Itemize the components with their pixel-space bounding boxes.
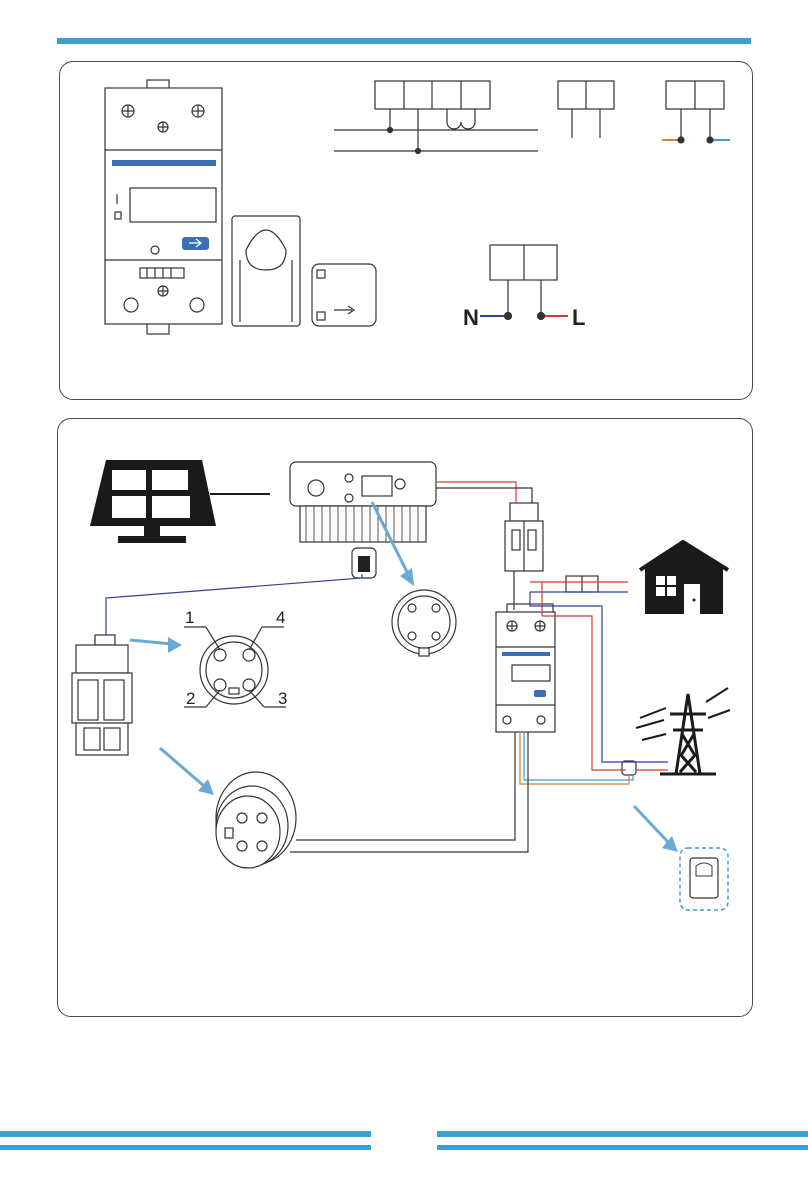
pin-label-3: 3 <box>278 689 287 709</box>
solar-panel-icon <box>90 460 216 543</box>
pin-label-2: 2 <box>186 689 195 709</box>
connector-round-icon <box>216 772 296 868</box>
connector-face-socket <box>392 590 456 656</box>
junction-block-icon <box>566 576 598 592</box>
connector-plug-icon <box>72 635 132 755</box>
pin-label-1: 1 <box>185 608 194 628</box>
meter-device-icon <box>496 604 555 732</box>
breaker-icon <box>505 503 543 571</box>
connector-face-numbered <box>184 627 286 707</box>
inverter-icon <box>290 462 436 542</box>
pin-label-4: 4 <box>276 608 285 628</box>
ct-clamp-detail-icon <box>680 848 728 910</box>
house-icon <box>640 542 728 614</box>
power-tower-icon <box>636 688 730 774</box>
